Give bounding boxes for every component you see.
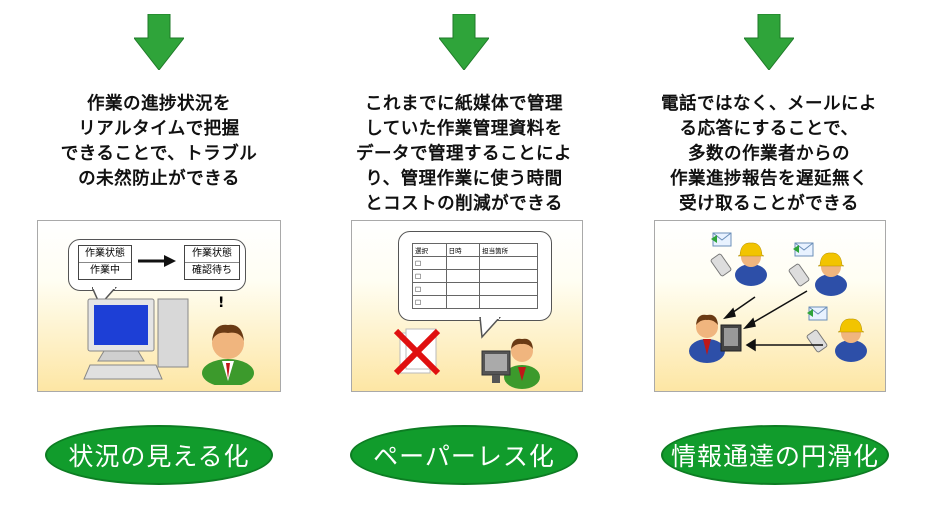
computer-icon	[83, 298, 189, 380]
worker-icon	[734, 242, 768, 287]
down-arrow-icon	[439, 14, 489, 70]
workers-network-illustration	[689, 232, 868, 363]
after-status-value: 確認待ち	[192, 265, 232, 276]
exclamation-mark: !	[218, 295, 225, 311]
manager-person-icon	[202, 324, 254, 385]
label-pill: 情報通達の円滑化	[661, 425, 889, 485]
label-pill: ペーパーレス化	[350, 425, 578, 485]
phone-icon	[709, 252, 733, 278]
crossed-paper-icon	[393, 328, 441, 376]
manager-icon	[689, 314, 742, 363]
mail-icon	[710, 232, 732, 247]
before-status-value: 作業中	[90, 265, 120, 276]
before-status-table: 作業状態 作業中	[78, 245, 132, 280]
checkbox-icon: □	[412, 256, 447, 270]
bubble-tail	[479, 317, 502, 339]
phone-icon	[787, 262, 811, 288]
mail-icon	[792, 242, 814, 257]
illustration-panel	[654, 220, 886, 392]
after-status-table: 作業状態 確認待ち	[184, 245, 240, 280]
column-visualization: 作業の進捗状況を リアルタイムで把握 できることで、トラブル の未然防止ができる…	[9, 0, 309, 512]
worker-icon	[834, 318, 868, 363]
illustration-panel: 作業状態 作業中 作業状態 確認待ち !	[37, 220, 281, 392]
checkbox-icon: □	[412, 295, 447, 309]
description-text: 作業の進捗状況を リアルタイムで把握 できることで、トラブル の未然防止ができる	[60, 94, 258, 189]
checkbox-icon: □	[412, 282, 447, 296]
mail-icon	[806, 306, 828, 321]
table-header-datetime: 日時	[445, 243, 481, 257]
before-status-header: 作業状態	[79, 246, 131, 263]
checkbox-icon: □	[412, 269, 447, 283]
table-header-select: 選択	[412, 243, 447, 257]
management-table: 選択 日時 担当箇所 □ □ □ □	[412, 243, 538, 309]
report-arrows	[722, 290, 823, 352]
description-text: これまでに紙媒体で管理 していた作業管理資料を データで管理することによ り、管…	[356, 94, 572, 214]
worker-at-monitor-icon	[481, 338, 540, 389]
label-pill: 状況の見える化	[45, 425, 273, 485]
right-arrow-icon	[138, 255, 176, 267]
table-header-location: 担当箇所	[479, 243, 538, 257]
phone-icon	[805, 328, 829, 354]
column-communication: 電話ではなく、メールによ る応答にすることで、 多数の作業者からの 作業進捗報告…	[619, 0, 919, 512]
down-arrow-icon	[134, 14, 184, 70]
down-arrow-icon	[744, 14, 794, 70]
after-status-header: 作業状態	[185, 246, 239, 263]
column-paperless: これまでに紙媒体で管理 していた作業管理資料を データで管理することによ り、管…	[314, 0, 614, 512]
worker-icon	[814, 252, 848, 297]
description-text: 電話ではなく、メールによ る応答にすることで、 多数の作業者からの 作業進捗報告…	[661, 94, 877, 214]
illustration-panel: 選択 日時 担当箇所 □ □ □ □	[351, 220, 583, 392]
